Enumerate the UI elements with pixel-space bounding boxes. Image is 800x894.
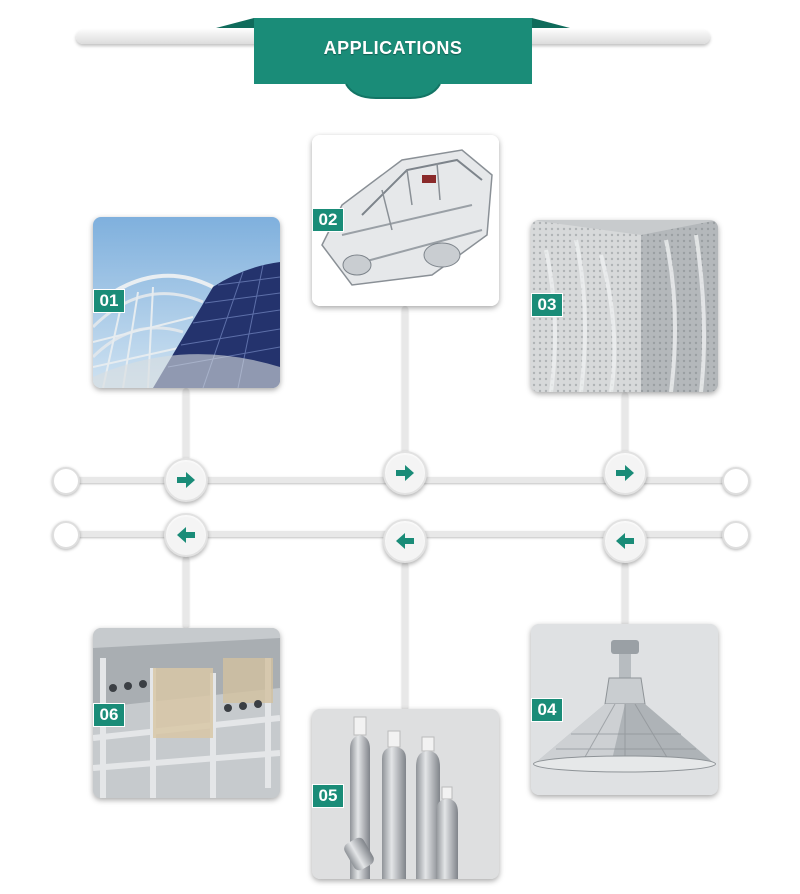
arrow-left-icon <box>177 527 195 543</box>
line-end-dot <box>52 467 80 495</box>
card-number-badge: 02 <box>312 208 344 232</box>
connector-06 <box>183 556 189 628</box>
arrow-right-icon <box>396 465 414 481</box>
application-card-04[interactable]: 04 <box>531 624 718 795</box>
connector-02 <box>402 306 408 454</box>
card-number-badge: 03 <box>531 293 563 317</box>
line-end-dot <box>722 521 750 549</box>
line-end-dot <box>52 521 80 549</box>
header-banner <box>216 18 570 99</box>
arrow-circle-bottom-2 <box>383 519 427 563</box>
card-number-badge: 04 <box>531 698 563 722</box>
connector-03 <box>622 392 628 454</box>
connector-01 <box>183 388 189 460</box>
line-end-dot <box>722 467 750 495</box>
arrow-circle-bottom-1 <box>164 513 208 557</box>
application-card-03[interactable]: 03 <box>531 220 718 392</box>
arrow-left-icon <box>616 533 634 549</box>
arrow-circle-top-1 <box>164 458 208 502</box>
application-card-06[interactable]: 06 <box>93 628 280 798</box>
arrow-circle-top-3 <box>603 451 647 495</box>
connector-04 <box>622 562 628 626</box>
car-frame-image <box>312 135 499 306</box>
arrow-right-icon <box>616 465 634 481</box>
lamp-image <box>531 624 718 795</box>
arrow-circle-top-2 <box>383 451 427 495</box>
card-number-badge: 06 <box>93 703 125 727</box>
connector-05 <box>402 562 408 710</box>
card-number-badge: 01 <box>93 289 125 313</box>
application-card-05[interactable]: 05 <box>312 709 499 879</box>
arrow-right-icon <box>177 472 195 488</box>
arrow-left-icon <box>396 533 414 549</box>
arrow-circle-bottom-3 <box>603 519 647 563</box>
page-title: APPLICATIONS <box>323 38 463 58</box>
application-card-01[interactable]: 01 <box>93 217 280 388</box>
solar-panel-image <box>93 217 280 388</box>
application-card-02[interactable]: 02 <box>312 135 499 306</box>
card-number-badge: 05 <box>312 784 344 808</box>
